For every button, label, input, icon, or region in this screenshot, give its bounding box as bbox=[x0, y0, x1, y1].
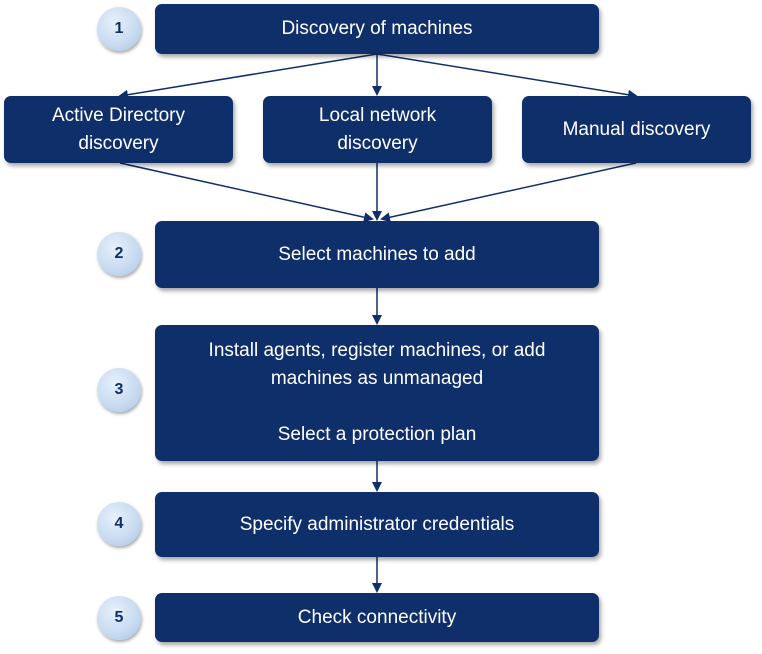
step-4-box: Specify administrator credentials bbox=[155, 492, 599, 557]
step-2-badge: 2 bbox=[97, 232, 141, 276]
discovery-box-manual: Manual discovery bbox=[522, 96, 751, 163]
arrow-manual-to-2 bbox=[380, 162, 637, 223]
discovery-label-line: Manual discovery bbox=[562, 118, 711, 140]
step-number: 1 bbox=[114, 20, 124, 37]
discovery-label-line: Local network bbox=[318, 104, 437, 126]
step-label: Discovery of machines bbox=[281, 18, 473, 39]
step-label: Select machines to add bbox=[278, 243, 476, 265]
step-3-badge: 3 bbox=[97, 368, 141, 412]
discovery-box-local-network: Local network discovery bbox=[263, 96, 492, 163]
step-4-badge: 4 bbox=[97, 502, 141, 546]
arrow-1-to-ad bbox=[118, 53, 378, 100]
step-number: 4 bbox=[114, 515, 124, 532]
step-label-extra: Select a protection plan bbox=[277, 424, 477, 445]
step-5-badge: 5 bbox=[97, 596, 141, 640]
discovery-label-line: discovery bbox=[337, 132, 418, 154]
arrow-ad-to-2 bbox=[119, 162, 374, 223]
step-label-line: machines as unmanaged bbox=[270, 368, 484, 389]
step-1-badge: 1 bbox=[97, 7, 141, 51]
step-number: 2 bbox=[114, 245, 124, 262]
arrow-1-to-manual bbox=[376, 53, 638, 100]
step-number: 3 bbox=[114, 381, 124, 398]
step-1-box: Discovery of machines bbox=[155, 4, 599, 54]
step-label: Check connectivity bbox=[297, 606, 457, 628]
step-label-line: Install agents, register machines, or ad… bbox=[208, 340, 546, 361]
step-2-box: Select machines to add bbox=[155, 221, 599, 288]
step-5-box: Check connectivity bbox=[155, 593, 599, 642]
step-label: Specify administrator credentials bbox=[239, 513, 515, 535]
discovery-box-active-directory: Active Directory discovery bbox=[4, 96, 233, 163]
step-3-box: Install agents, register machines, or ad… bbox=[155, 325, 599, 461]
discovery-label-line: Active Directory bbox=[51, 104, 186, 126]
step-number: 5 bbox=[114, 609, 124, 626]
discovery-label-line: discovery bbox=[78, 132, 159, 154]
